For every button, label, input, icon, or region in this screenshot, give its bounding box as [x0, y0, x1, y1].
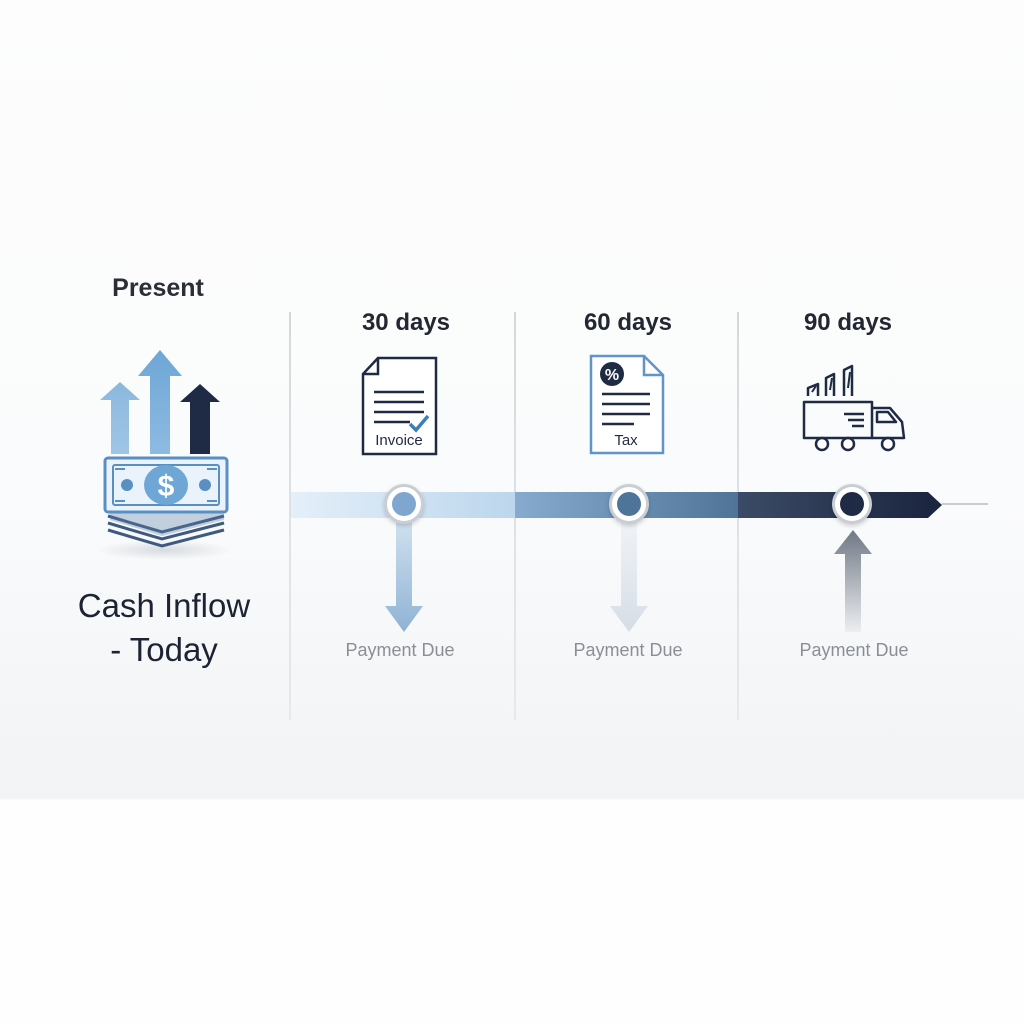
down-arrow-icon-60-days [610, 522, 648, 632]
present-label: Present [112, 274, 204, 302]
down-arrow-icon-30-days [385, 522, 423, 632]
tax-document-label: Tax [614, 432, 638, 449]
payment-due-label-90-days: Payment Due [799, 640, 909, 660]
payment-due-label-60-days: Payment Due [573, 640, 683, 660]
up-arrow-icon-90-days [834, 530, 872, 632]
cash-inflow-title-line2: - Today [110, 631, 218, 668]
svg-text:$: $ [158, 470, 175, 503]
timeline-extension-line [942, 503, 988, 505]
timeline-node-30-days [384, 484, 424, 524]
cash-inflow-title-line1: Cash Inflow [77, 587, 251, 624]
period-label-90-days: 90 days [803, 309, 893, 336]
timeline-node-60-days [609, 484, 649, 524]
cash-stack-with-up-arrows-icon: $ [96, 350, 232, 560]
tax-percent-symbol: % [605, 367, 619, 384]
invoice-document-label: Invoice [375, 432, 423, 449]
timeline-node-90-days [832, 484, 872, 524]
period-label-30-days: 30 days [361, 309, 451, 336]
payment-due-label-30-days: Payment Due [345, 640, 455, 660]
tax-document-icon: % Tax [589, 354, 665, 455]
divider-30-days [289, 312, 291, 720]
delivery-truck-icon [802, 364, 906, 452]
timeline-arrowhead [928, 492, 942, 518]
period-label-60-days: 60 days [583, 309, 673, 336]
bottom-band [0, 800, 1024, 1024]
invoice-icon: Invoice [361, 356, 438, 456]
